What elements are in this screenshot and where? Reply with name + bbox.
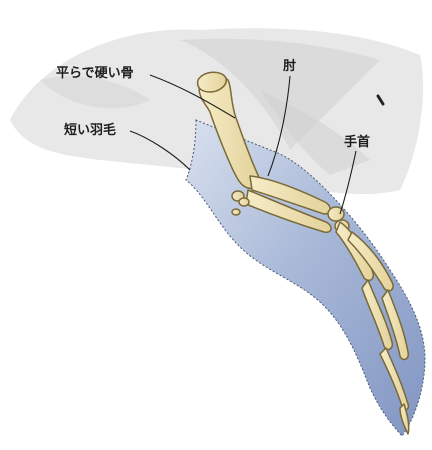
label-flat-hard-bone: 平らで硬い骨 bbox=[56, 67, 134, 80]
sesamoid-bone bbox=[232, 209, 240, 215]
label-elbow: 肘 bbox=[283, 60, 296, 73]
label-wrist: 手首 bbox=[344, 136, 370, 149]
carpal-bone bbox=[239, 198, 249, 206]
label-short-feathers: 短い羽毛 bbox=[64, 124, 116, 137]
